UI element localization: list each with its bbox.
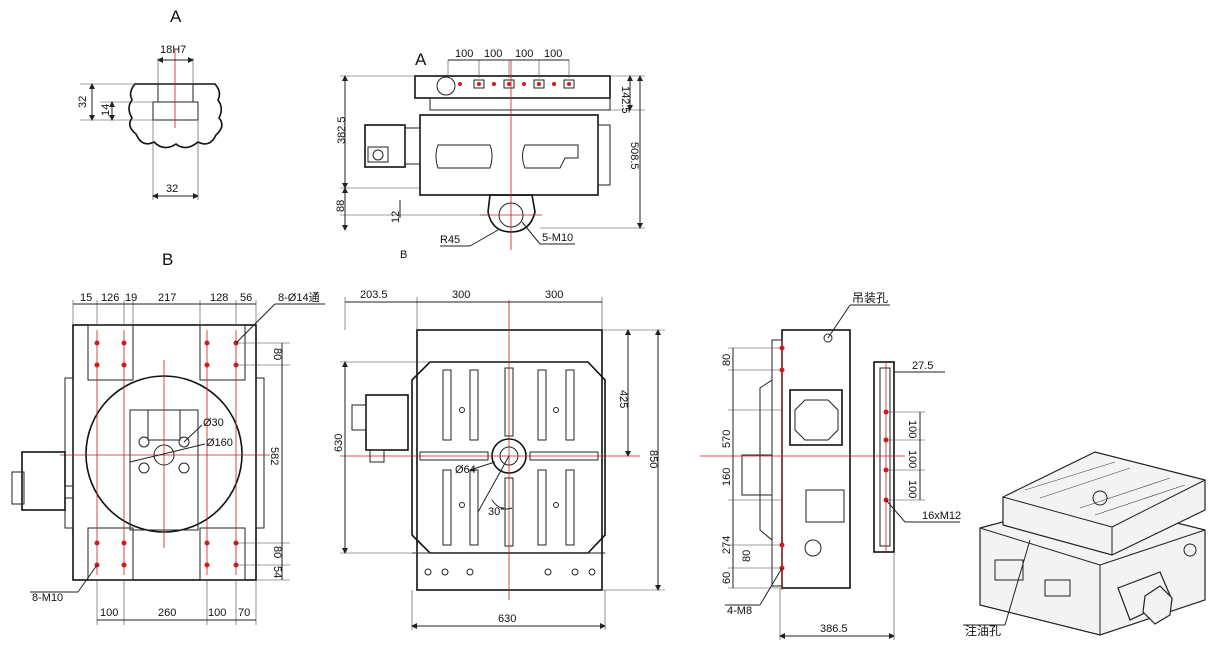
bottom-bore-large: Ø160 [206,437,233,449]
detail-a-height-inner: 14 [100,104,112,116]
side-lifting-hole: 吊装孔 [852,291,888,305]
side-s1: 80 [721,354,733,366]
top-offset: 203.5 [360,289,388,301]
bottom-b2: 260 [158,607,176,619]
front-total-height: 508.5 [628,142,640,170]
side-view: 吊装孔 80 570 160 274 80 60 4-M8 386.5 27.5… [700,291,961,640]
bottom-dim-1: 15 [80,292,92,304]
front-center-height: 382.5 [336,116,348,144]
top-angle: 30° [488,506,505,518]
bottom-bolt-holes [94,340,239,568]
bottom-b4: 70 [238,607,250,619]
detail-a-slot-upper [157,83,194,103]
front-base-offset: 88 [335,200,347,212]
top-center-bore-label: Ø64 [455,464,476,476]
front-tslots [458,79,575,89]
top-h-left: 630 [333,434,345,452]
top-w1: 300 [452,289,470,301]
detail-a-slot-width: 18H7 [160,44,186,56]
side-s2: 570 [721,430,733,448]
front-radius: R45 [440,234,460,246]
side-s4: 274 [721,536,733,554]
bottom-dim-2: 126 [101,292,119,304]
side-p3: 100 [906,480,918,498]
bottom-edge: 54 [271,566,283,578]
detail-a-title: A [170,7,182,26]
detail-a-slot-lower [152,101,199,121]
bottom-b1: 100 [100,607,118,619]
bottom-spacing-top: 80 [271,348,283,360]
bottom-dim-6: 56 [240,292,252,304]
side-width-bottom: 386.5 [820,623,848,635]
detail-a-width-bottom: 32 [166,183,178,195]
front-pitch-2: 100 [484,48,502,60]
iso-oil-hole: 注油孔 [965,623,1001,638]
bottom-dim-5: 128 [210,292,228,304]
side-thread-large: 16xM12 [922,510,961,522]
detail-a-height-outer: 32 [77,96,89,108]
side-s6: 60 [721,572,733,584]
front-motor [364,124,406,168]
side-plate [873,361,895,553]
front-thread: 5-M10 [542,232,573,244]
top-w2: 300 [545,289,563,301]
top-width-bottom: 630 [498,613,516,625]
side-p1: 100 [906,420,918,438]
bottom-b3: 100 [208,607,226,619]
bottom-dim-4: 217 [158,292,176,304]
side-p2: 100 [906,450,918,468]
front-section-marker: A [415,50,427,69]
front-pitch-3: 100 [515,48,533,60]
front-spigot [487,194,536,233]
bottom-through-holes: 8-Ø14通 [278,291,320,304]
bottom-spacing-mid: 582 [268,447,280,465]
bottom-thread-holes: 8-M10 [32,592,63,604]
top-view: 203.5 300 300 630 425 850 Ø64 30° 630 [333,289,665,630]
front-pitch-1: 100 [455,48,473,60]
top-h-right-inner: 425 [617,390,629,408]
side-body [781,329,851,589]
detail-a-view: A 18H7 32 14 32 [77,7,223,200]
bottom-view-title: B [162,250,173,269]
side-motor-flange [789,389,843,446]
side-holes [779,345,889,571]
bottom-motor [21,451,66,511]
iso-view: 注油孔 [963,451,1206,638]
iso-tslots [1024,461,1186,516]
top-motor [365,394,409,451]
front-table-height: 142.5 [619,86,631,114]
bottom-spacing-bottom: 80 [271,546,283,558]
front-body [419,114,599,196]
top-outer-frame [416,329,603,591]
detail-a-outline [128,83,223,149]
front-view: A 100 100 100 100 [335,48,645,261]
bottom-view-b: B [11,250,325,625]
front-view-marker: B [400,249,407,261]
front-small-offset: 12 [390,211,402,223]
side-s3: 160 [721,468,733,486]
bottom-bore-small: Ø30 [203,417,224,429]
top-h-right-outer: 850 [647,450,659,468]
bottom-dim-3: 19 [125,292,137,304]
bottom-outer-frame [72,324,257,581]
side-thread-small: 4-M8 [727,605,752,617]
side-s5: 80 [741,550,753,562]
front-pitch-4: 100 [544,48,562,60]
top-mount-holes [424,407,596,576]
side-plate-thickness: 27.5 [912,360,933,372]
